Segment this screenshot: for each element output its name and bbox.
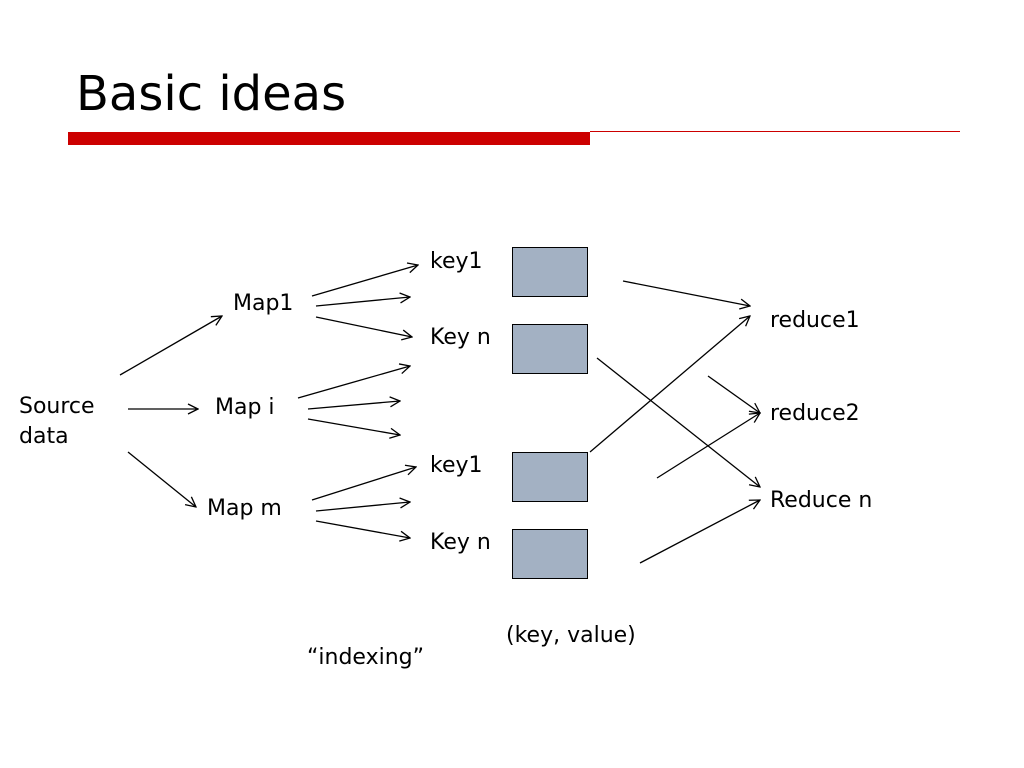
title-underline-thin <box>590 131 960 132</box>
map-label: Map1 <box>233 291 294 316</box>
key-value-caption: (key, value) <box>506 623 636 648</box>
arrow-to-reduce2-a <box>707 375 760 413</box>
arrow-map1-to-key1 <box>311 265 418 297</box>
key-label: key1 <box>430 453 483 478</box>
arrow-key1b-to-reduce1 <box>589 316 750 453</box>
key-label: key1 <box>430 249 483 274</box>
arrow-keynb-to-reducen <box>639 500 760 564</box>
reduce-label: Reduce n <box>770 488 873 513</box>
indexing-caption: “indexing” <box>307 645 425 670</box>
key-label: Key n <box>430 530 491 555</box>
arrow-mapi-out-3 <box>307 418 400 435</box>
map-label: Map m <box>207 496 282 521</box>
arrow-key1-to-reduce1 <box>622 280 750 306</box>
arrow-mapi-out-2 <box>307 401 400 410</box>
value-box <box>512 324 588 374</box>
arrow-map1-to-keyn <box>315 316 412 337</box>
map-label: Map i <box>215 395 275 420</box>
value-box <box>512 529 588 579</box>
title-underline-thick <box>68 132 590 145</box>
value-box <box>512 452 588 502</box>
arrow-mapm-out <box>315 502 410 512</box>
arrow-mapi-out-1 <box>297 366 410 399</box>
source-data-label: Source data <box>19 394 95 449</box>
arrow-mapm-to-key1 <box>311 467 416 501</box>
arrow-to-reduce2-b <box>656 413 760 479</box>
reduce-label: reduce2 <box>770 401 860 426</box>
arrow-mapm-to-keyn <box>315 520 410 538</box>
arrow-source-to-mapm <box>127 451 196 507</box>
arrow-source-to-map1 <box>119 316 222 376</box>
arrow-keyn-to-reducen <box>596 357 760 487</box>
key-label: Key n <box>430 325 491 350</box>
value-box <box>512 247 588 297</box>
slide-title: Basic ideas <box>76 66 347 122</box>
arrow-map1-out <box>315 297 410 307</box>
reduce-label: reduce1 <box>770 308 860 333</box>
